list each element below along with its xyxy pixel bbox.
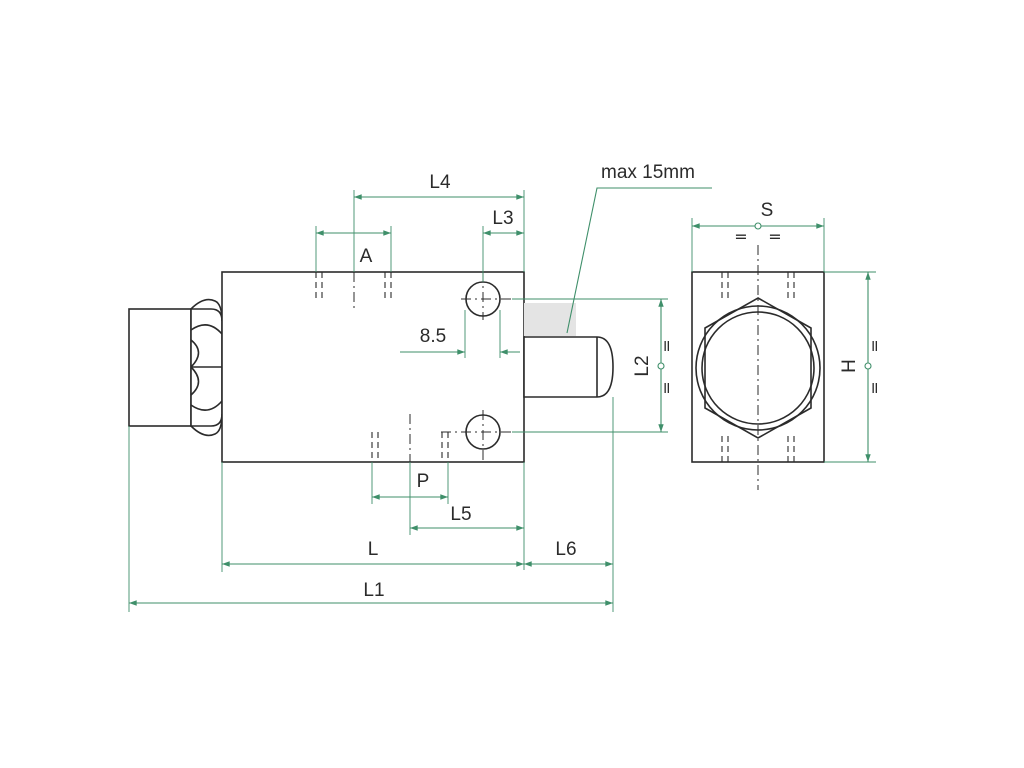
lower-port [441,410,512,462]
label-a: A [360,246,373,267]
dimension-lines [128,187,876,612]
equal-symbols: = = = = = = [657,227,884,395]
dimension-labels: L4 L3 A 8.5 max 15mm L2 S H P L5 L L6 L1 [360,162,860,601]
label-l1: L1 [363,580,384,601]
label-l2: L2 [632,355,653,376]
eq-h-lower: = [865,381,884,394]
threaded-stub [128,308,192,427]
eq-s-left: = [734,227,747,246]
port-a-hidden-lines [315,272,392,308]
eq-h-upper: = [865,339,884,352]
label-l3: L3 [492,208,513,229]
front-view [128,271,614,463]
label-h: H [839,359,860,373]
label-l6: L6 [555,539,576,560]
label-l4: L4 [429,172,451,193]
valve-body [221,271,525,463]
label-max-15mm: max 15mm [601,162,695,183]
eq-l2-lower: = [657,381,676,394]
label-l: L [368,539,379,560]
port-p-hidden-lines [371,414,449,462]
eq-s-right: = [768,227,781,246]
hex-nut [190,298,223,437]
side-view [691,245,825,490]
stroke-zone [524,303,576,336]
label-p: P [417,471,430,492]
label-l5: L5 [450,504,471,525]
eq-l2-upper: = [657,339,676,352]
label-8-5: 8.5 [420,326,446,347]
label-s: S [761,200,774,221]
plunger [523,336,614,398]
side-hex [704,297,812,439]
